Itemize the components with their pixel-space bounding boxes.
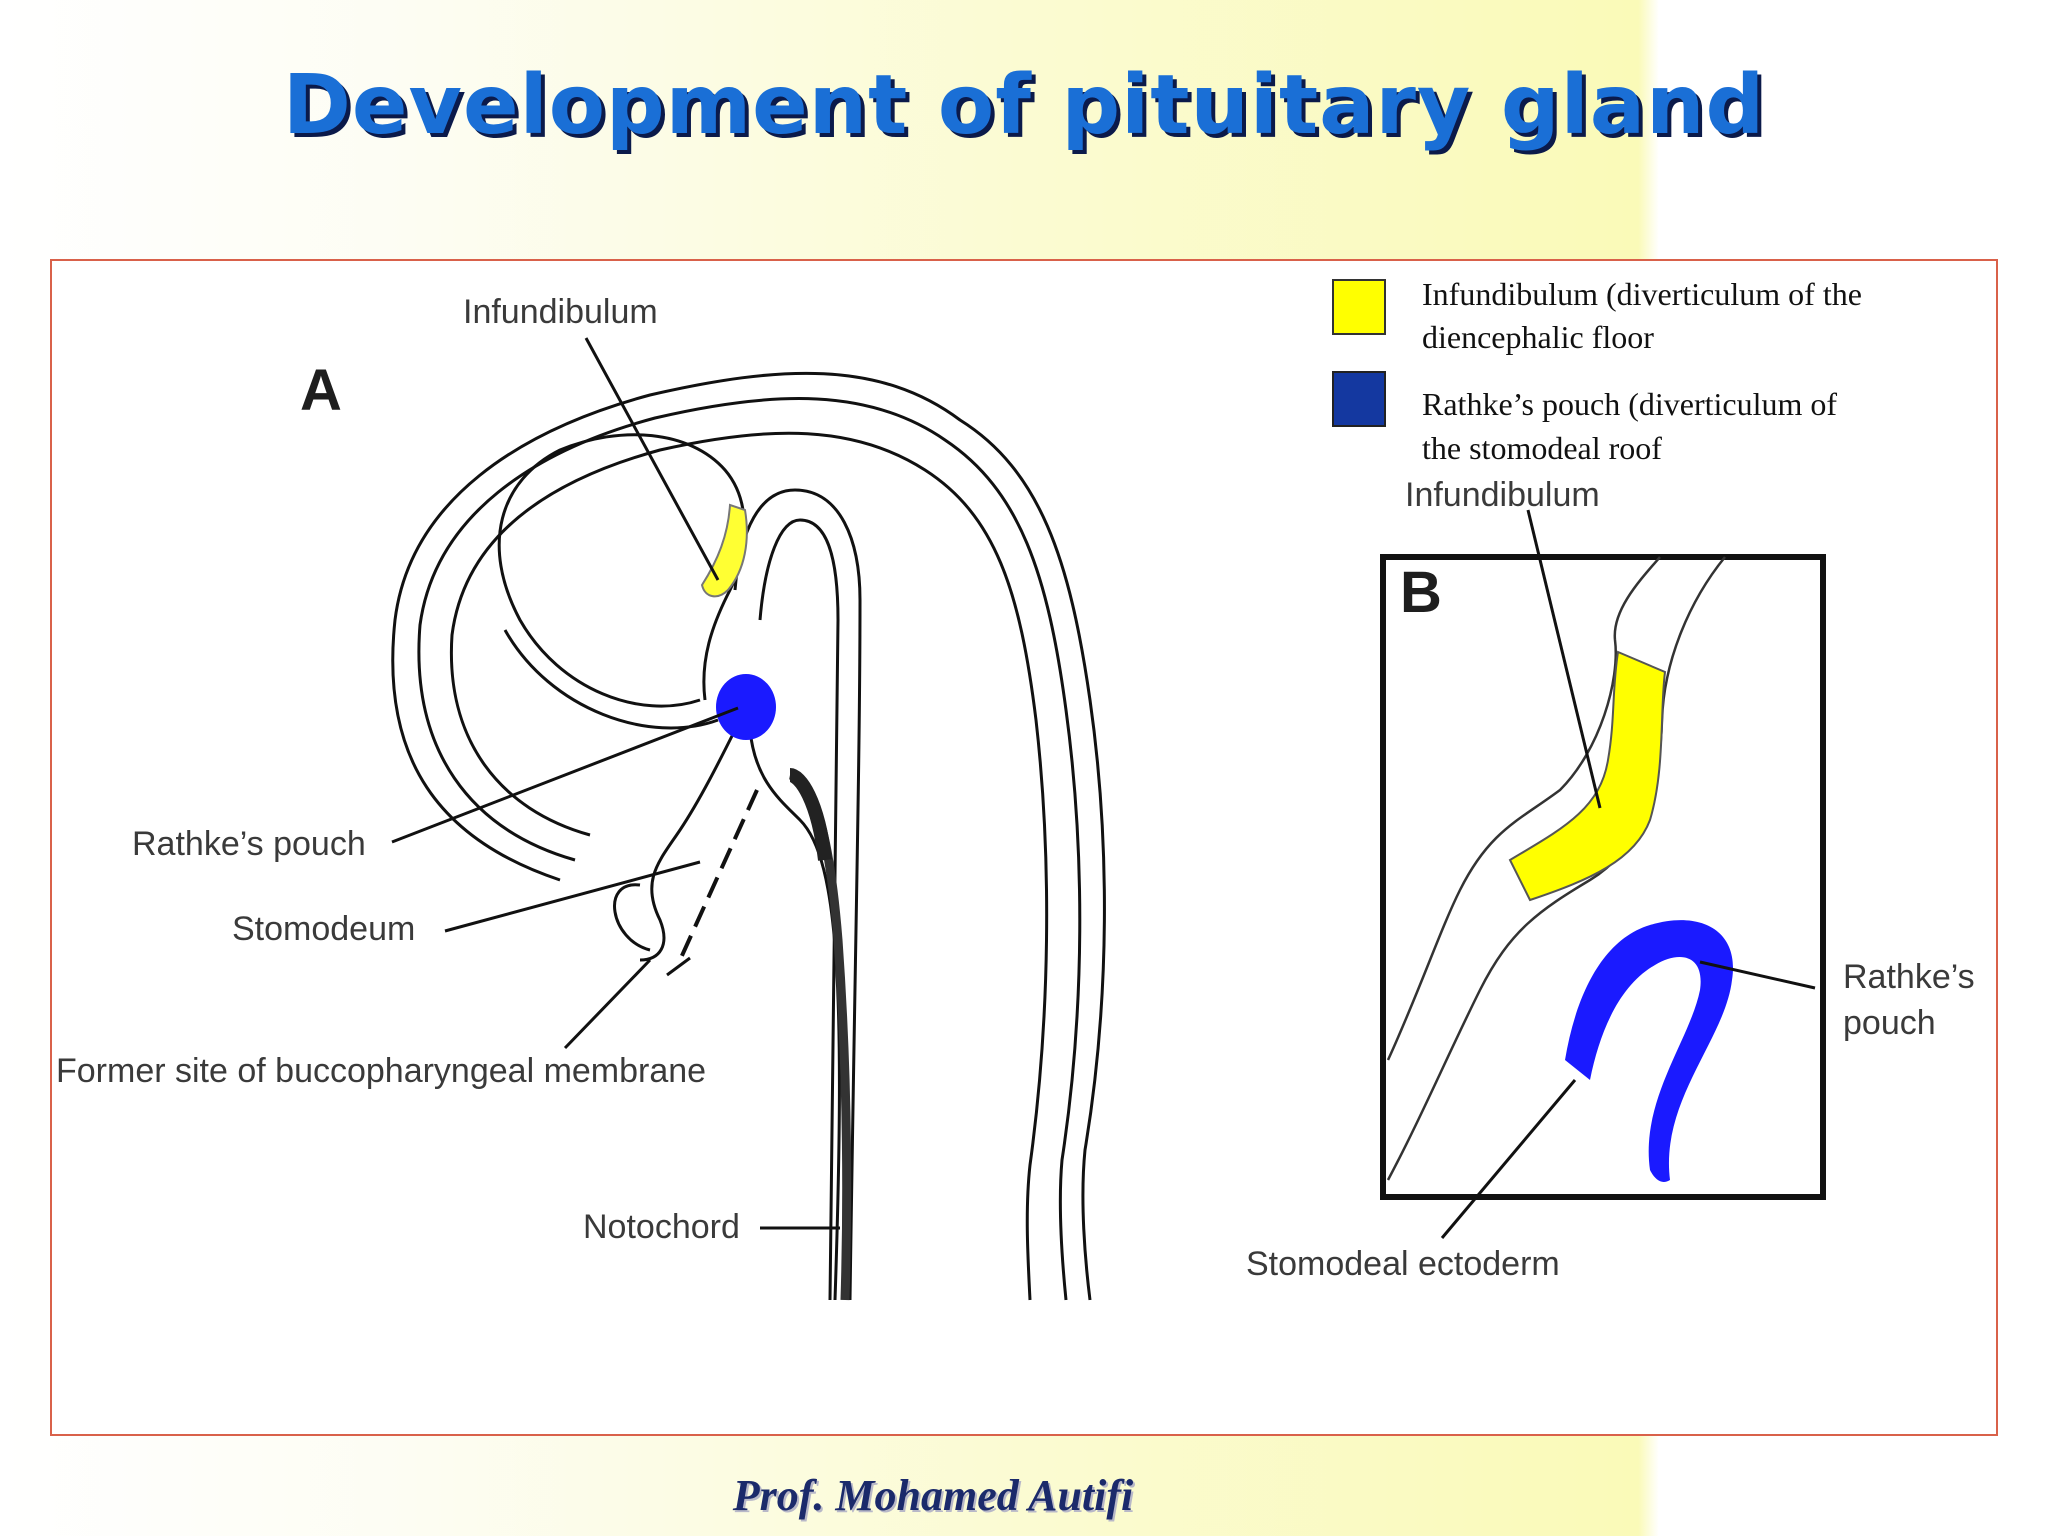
panel-b-leaders — [1440, 509, 1816, 1239]
infundibulum-a-shape — [700, 503, 748, 598]
panel-a-drawing — [391, 371, 1106, 1301]
legend-swatch-infundibulum — [1332, 279, 1386, 335]
author-footer: Prof. Mohamed Autifi — [732, 1471, 1134, 1520]
panel-a-letter: A — [300, 358, 342, 423]
rathke-pouch-a-shape — [716, 674, 776, 740]
legend-infundibulum-line1: Infundibulum (diverticulum of the — [1422, 276, 1862, 312]
label-b-rathke-line2: pouch — [1843, 1004, 1936, 1042]
infundibulum-b-shape — [1508, 650, 1667, 902]
legend-rathke-line2: the stomodeal roof — [1422, 430, 1662, 466]
label-a-stomodeum: Stomodeum — [232, 910, 415, 948]
label-a-notochord: Notochord — [583, 1208, 740, 1246]
rathke-pouch-b-shape — [1565, 920, 1734, 1182]
legend-rathke-line1: Rathke’s pouch (diverticulum of — [1422, 386, 1837, 422]
label-b-infundibulum: Infundibulum — [1405, 476, 1600, 514]
panel-b-box — [1380, 554, 1826, 1200]
label-a-membrane: Former site of buccopharyngeal membrane — [56, 1052, 706, 1090]
figure-frame — [50, 259, 1998, 1436]
label-a-rathke: Rathke’s pouch — [132, 825, 366, 863]
label-a-infundibulum: Infundibulum — [463, 293, 658, 331]
slide-title: Development of pituitary gland — [282, 58, 1766, 153]
panel-b-drawing — [1386, 556, 1726, 1181]
legend-swatch-rathke — [1332, 371, 1386, 427]
label-b-ectoderm: Stomodeal ectoderm — [1246, 1245, 1560, 1283]
label-b-rathke-line1: Rathke’s — [1843, 958, 1975, 996]
panel-a-leaders — [391, 337, 840, 1230]
panel-b-letter: B — [1400, 560, 1442, 625]
legend-infundibulum-line2: diencephalic floor — [1422, 319, 1654, 355]
